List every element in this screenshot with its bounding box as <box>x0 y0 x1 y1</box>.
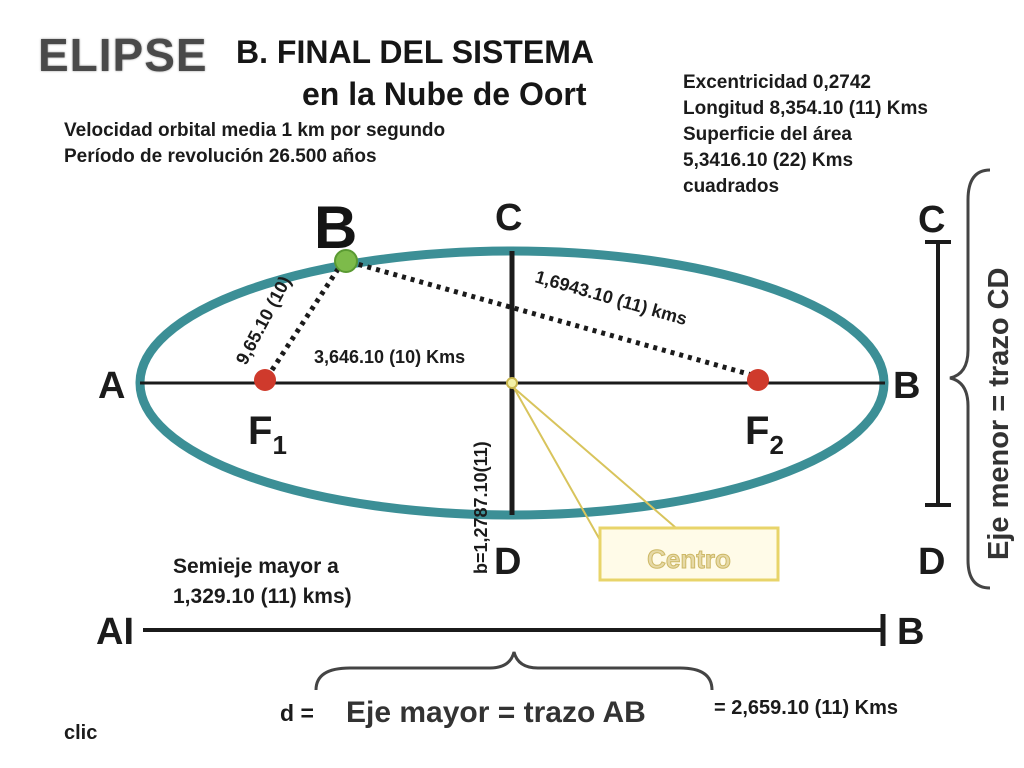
focus-2-point <box>747 369 769 391</box>
orbital-info: Velocidad orbital media 1 km por segundo… <box>64 118 445 170</box>
page-subtitle: en la Nube de Oort <box>302 76 587 112</box>
page-title: B. FINAL DEL SISTEMA <box>236 34 594 70</box>
center-point <box>506 377 518 389</box>
center-callout-label: Centro <box>647 544 731 574</box>
area-value: 5,3416.10 (22) Kms <box>683 150 854 171</box>
minor-axis-label: Eje menor = trazo CD <box>983 268 1015 561</box>
semi-major-value: 1,329.10 (11) kms) <box>173 585 352 608</box>
focus-2-label: F2 <box>745 409 784 460</box>
area-unit: cuadrados <box>683 176 780 197</box>
body-f2-dotted-line <box>349 259 753 378</box>
distance-value: = 2,659.10 (11) Kms <box>714 697 899 719</box>
major-axis-label: Eje mayor = trazo AB <box>346 696 646 729</box>
logo-elipse: ELIPSE <box>38 29 208 81</box>
focus-2-subscript: 2 <box>769 430 783 460</box>
focus-1-letter: F <box>248 409 272 453</box>
minor-axis-c-label: C <box>918 199 945 241</box>
orbital-speed: Velocidad orbital media 1 km por segundo <box>64 120 446 141</box>
focus-1-label: F1 <box>248 409 287 460</box>
major-axis-a-label: AI <box>96 611 134 653</box>
focus-1-subscript: 1 <box>272 430 286 460</box>
revolution-period: Período de revolución 26.500 años <box>64 146 377 167</box>
ellipse-info: Excentricidad 0,2742 Longitud 8,354.10 (… <box>683 70 928 200</box>
f1-body-dotted-line <box>269 264 343 372</box>
point-a-label: A <box>98 365 125 407</box>
minor-axis-d-label: D <box>918 541 945 583</box>
area-label: Superficie del área <box>683 124 852 145</box>
minor-axis-brace <box>949 168 991 590</box>
measure-f1-center: 3,646.10 (10) Kms <box>314 347 465 367</box>
semi-major-info: Semieje mayor a 1,329.10 (11) kms) <box>173 552 352 612</box>
eccentricity: Excentricidad 0,2742 <box>683 72 871 93</box>
center-callout-box <box>598 526 780 582</box>
point-c-label: C <box>495 197 522 239</box>
length: Longitud 8,354.10 (11) Kms <box>683 98 928 119</box>
semi-major-label: Semieje mayor a <box>173 555 339 578</box>
major-axis-brace <box>314 651 714 691</box>
point-d-label: D <box>494 541 521 583</box>
major-axis-b-label: B <box>897 611 924 653</box>
focus-1-point <box>254 369 276 391</box>
point-b-label: B <box>893 365 920 407</box>
clic-link[interactable]: clic <box>64 722 98 744</box>
focus-2-letter: F <box>745 409 769 453</box>
measure-body-f2: 1,6943.10 (11) kms <box>533 267 690 330</box>
measure-semi-minor: b=1,2787.10(11) <box>471 441 491 574</box>
body-point <box>334 249 358 273</box>
distance-prefix: d = <box>280 700 314 726</box>
body-b-label: B <box>314 194 357 261</box>
